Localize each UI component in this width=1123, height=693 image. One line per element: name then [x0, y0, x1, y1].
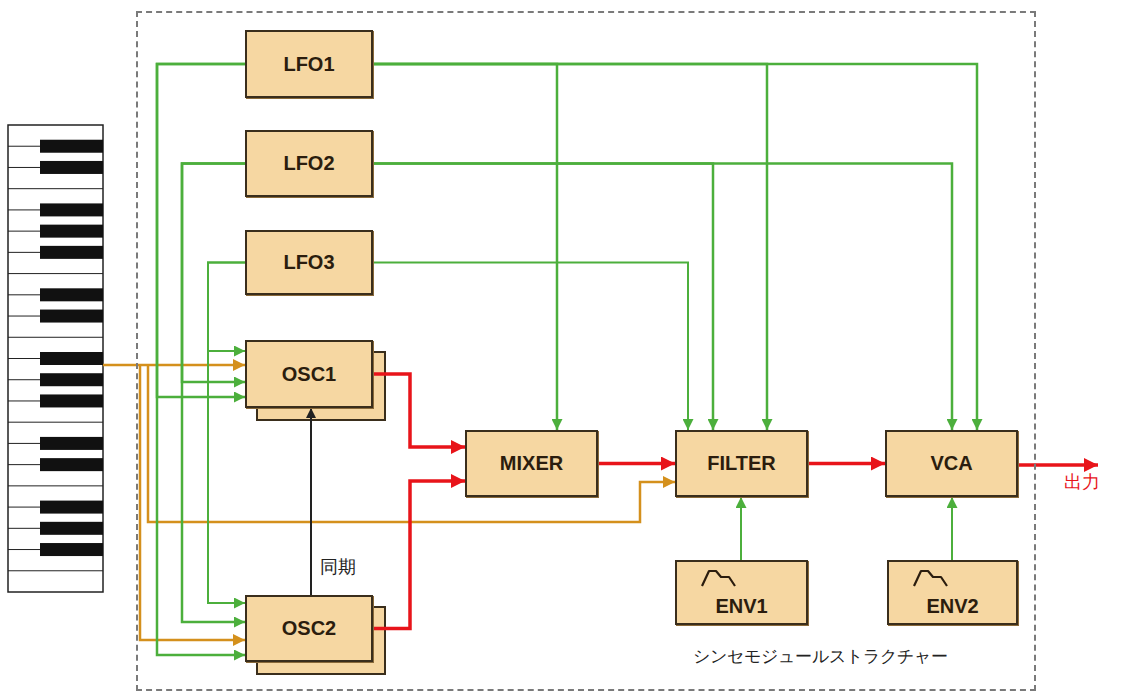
- envelope-shape: [702, 571, 735, 586]
- modulation-connector: [740, 497, 742, 560]
- module-box: OSC1: [245, 340, 373, 408]
- envelope-shape: [914, 571, 947, 586]
- module-box: FILTER: [675, 430, 808, 497]
- envelope-icon: [911, 568, 951, 588]
- envelope-box: ENV2: [887, 560, 1018, 625]
- black-key: [40, 288, 103, 301]
- module-name: OSC2: [282, 617, 336, 640]
- module-name: LFO1: [283, 53, 334, 76]
- module-name: MIXER: [500, 452, 563, 475]
- modulation-connector: [373, 164, 713, 431]
- black-key: [40, 543, 103, 556]
- connectors: [157, 64, 977, 655]
- black-key: [40, 246, 103, 259]
- keyboard-wires: [103, 365, 675, 640]
- output-arrow: [1018, 463, 1098, 467]
- signal-connector: [373, 374, 465, 447]
- modulation-connector: [373, 64, 767, 430]
- black-key: [40, 140, 103, 153]
- module-name: LFO2: [283, 152, 334, 175]
- signal-connector: [598, 462, 675, 466]
- modulation-connector: [182, 164, 245, 383]
- output-label: 出力: [1064, 470, 1100, 494]
- modulation-connector: [373, 263, 688, 431]
- modulation-connector: [157, 64, 245, 397]
- black-key: [40, 225, 103, 238]
- modulation-connector: [951, 497, 953, 560]
- module-box: LFO2: [245, 130, 373, 197]
- module-box: VCA: [885, 430, 1018, 497]
- black-key: [40, 458, 103, 471]
- module-name: LFO3: [283, 251, 334, 274]
- black-key: [40, 522, 103, 535]
- module-box: OSC2: [245, 595, 373, 662]
- modulation-connector: [157, 64, 245, 655]
- white-key-edge: [8, 485, 103, 486]
- modulation-connector: [208, 263, 245, 604]
- module-box: LFO3: [245, 230, 373, 295]
- keyboard-body: [8, 125, 103, 592]
- signal-connector: [373, 481, 465, 629]
- white-key-edge: [8, 422, 103, 423]
- modulation-connector: [373, 64, 977, 430]
- keyboard-wire: [103, 364, 245, 367]
- module-name: ENV2: [926, 595, 978, 618]
- black-key: [40, 352, 103, 365]
- module-frame: LFO1LFO2LFO3OSC1OSC2 MIXER FILTER VCA ENV1 EN…: [138, 13, 1034, 689]
- white-key-edge: [8, 337, 103, 338]
- envelope-box: ENV1: [675, 560, 808, 625]
- white-key-edge: [8, 188, 103, 189]
- black-key: [40, 373, 103, 386]
- diagram-caption: シンセモジュールストラクチャー: [693, 645, 948, 668]
- module-name: FILTER: [707, 452, 776, 475]
- signal-connector: [808, 462, 885, 466]
- black-key: [40, 203, 103, 216]
- white-key-edge: [8, 570, 103, 571]
- module-box: LFO1: [245, 30, 373, 98]
- modulation-connector: [208, 263, 245, 352]
- keyboard-illustration: [8, 125, 103, 592]
- black-key: [40, 394, 103, 407]
- sync-label: 同期: [320, 555, 356, 579]
- modulation-connector: [373, 164, 952, 431]
- envelope-icon: [699, 568, 739, 588]
- white-key-edge: [8, 273, 103, 274]
- black-key: [40, 161, 103, 174]
- black-key: [40, 501, 103, 514]
- module-box: MIXER: [465, 430, 598, 497]
- module-name: VCA: [930, 452, 972, 475]
- sync-connector: [310, 408, 312, 595]
- module-name: ENV1: [715, 595, 767, 618]
- black-key: [40, 437, 103, 450]
- module-name: OSC1: [282, 363, 336, 386]
- black-key: [40, 310, 103, 323]
- modulation-connector: [182, 164, 245, 623]
